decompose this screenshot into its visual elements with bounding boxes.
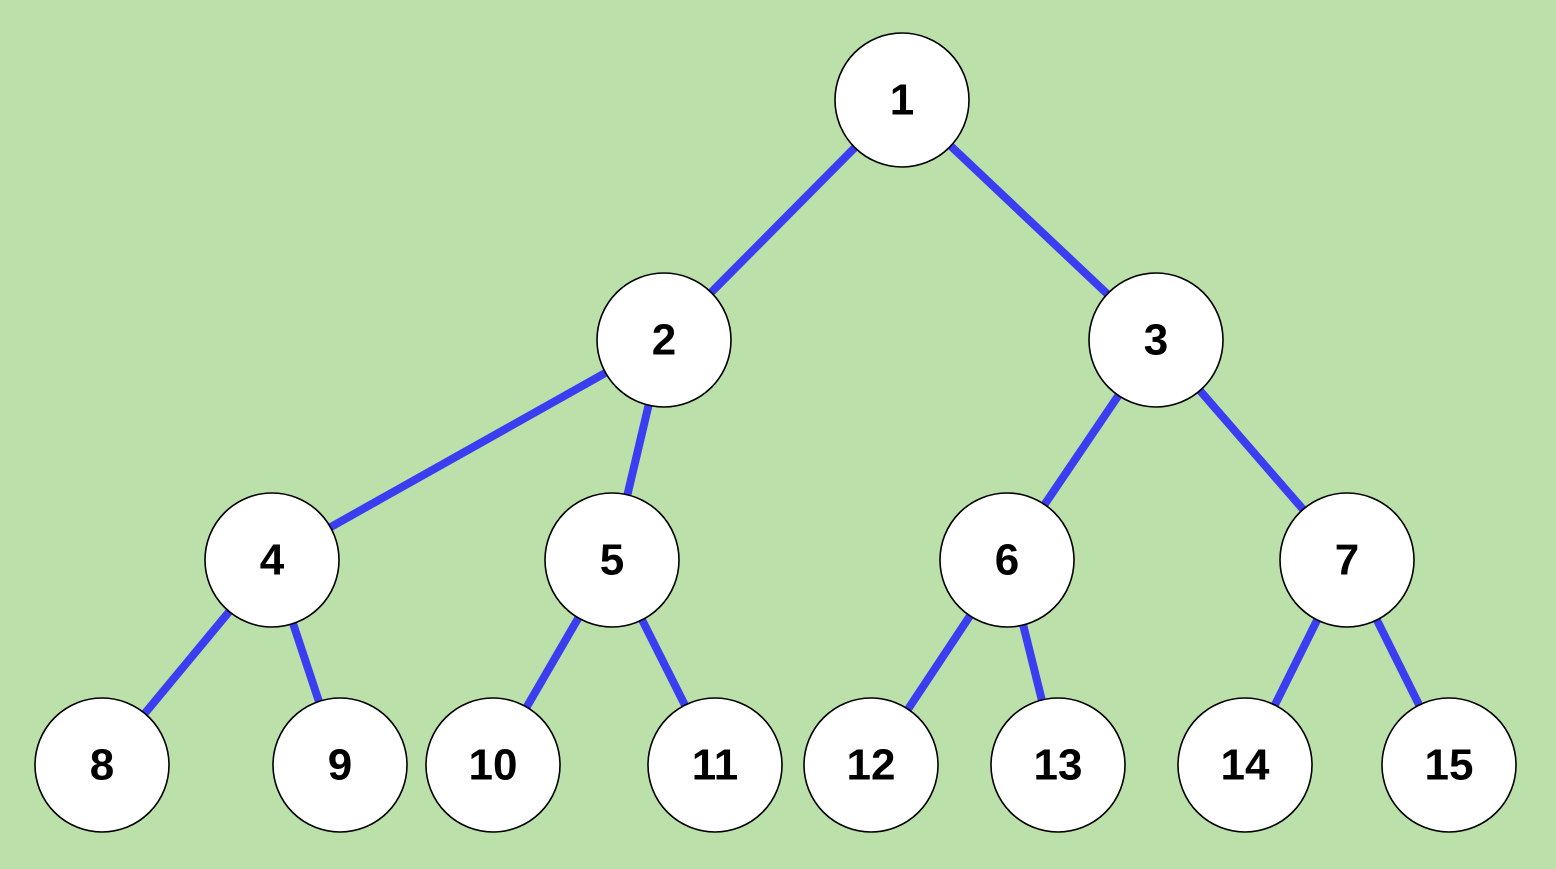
node-circle — [1381, 697, 1517, 833]
node-circle — [803, 697, 939, 833]
node-label: 6 — [995, 536, 1019, 585]
node-circle — [425, 697, 561, 833]
tree-node-2: 2 — [596, 272, 732, 408]
node-circle — [544, 492, 680, 628]
node-label: 3 — [1144, 316, 1168, 365]
node-label: 15 — [1425, 741, 1474, 790]
node-label: 12 — [847, 741, 896, 790]
tree-node-8: 8 — [34, 697, 170, 833]
node-label: 7 — [1335, 536, 1359, 585]
node-circle — [204, 492, 340, 628]
edges-layer — [98, 97, 1453, 768]
tree-node-7: 7 — [1279, 492, 1415, 628]
node-circle — [1088, 272, 1224, 408]
node-label: 13 — [1034, 741, 1083, 790]
tree-node-13: 13 — [990, 697, 1126, 833]
node-label: 5 — [600, 536, 624, 585]
node-circle — [272, 697, 408, 833]
node-circle — [1279, 492, 1415, 628]
tree-node-4: 4 — [204, 492, 340, 628]
tree-node-6: 6 — [939, 492, 1075, 628]
node-circle — [596, 272, 732, 408]
tree-node-11: 11 — [647, 697, 783, 833]
node-label: 4 — [260, 536, 285, 585]
node-label: 11 — [692, 741, 739, 790]
tree-node-1: 1 — [834, 32, 970, 168]
node-circle — [647, 697, 783, 833]
tree-node-12: 12 — [803, 697, 939, 833]
node-label: 2 — [652, 316, 676, 365]
node-circle — [834, 32, 970, 168]
node-circle — [990, 697, 1126, 833]
tree-node-14: 14 — [1177, 697, 1313, 833]
tree-node-5: 5 — [544, 492, 680, 628]
tree-node-10: 10 — [425, 697, 561, 833]
tree-node-15: 15 — [1381, 697, 1517, 833]
node-label: 14 — [1221, 741, 1270, 790]
tree-node-3: 3 — [1088, 272, 1224, 408]
node-circle — [34, 697, 170, 833]
node-label: 8 — [90, 741, 114, 790]
edge-2-4 — [270, 336, 666, 564]
node-label: 1 — [890, 76, 914, 125]
node-circle — [1177, 697, 1313, 833]
node-label: 10 — [469, 741, 518, 790]
node-label: 9 — [328, 741, 352, 790]
node-circle — [939, 492, 1075, 628]
tree-node-9: 9 — [272, 697, 408, 833]
